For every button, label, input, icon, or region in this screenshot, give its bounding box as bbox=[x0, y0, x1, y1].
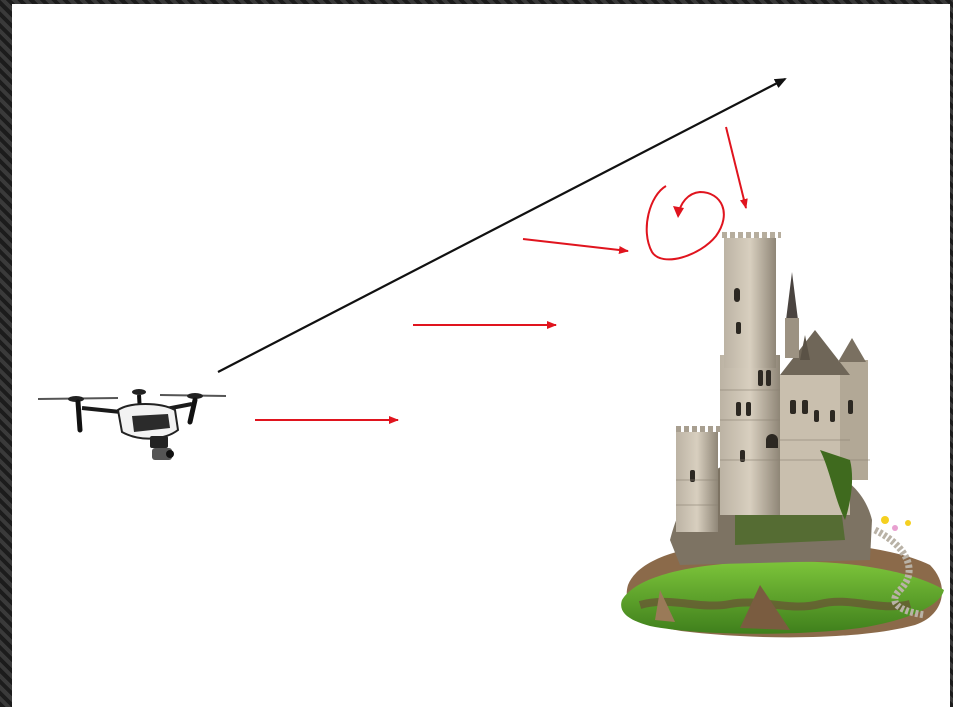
flight-path-arrow bbox=[218, 79, 785, 372]
rotation-arrow-icon bbox=[647, 186, 724, 259]
castle-on-island-icon bbox=[621, 232, 944, 637]
wind-arrow-upper bbox=[523, 239, 628, 251]
quadcopter-drone-icon bbox=[38, 389, 226, 460]
wind-arrow-downward bbox=[726, 127, 746, 208]
